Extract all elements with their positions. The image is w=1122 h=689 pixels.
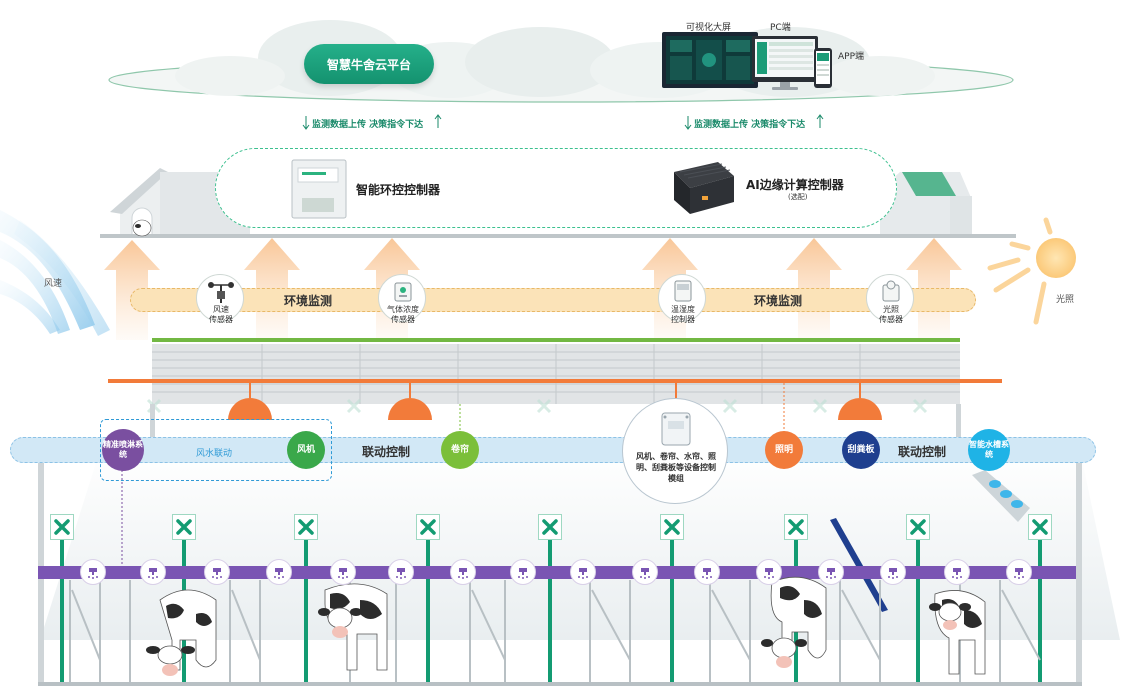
fan-node: 风机 bbox=[287, 431, 325, 469]
gas-sensor-line1: 气体浓度 bbox=[387, 305, 419, 314]
stall-fan-icon bbox=[416, 514, 440, 540]
spray-nozzle-icon bbox=[330, 559, 356, 585]
pc-label: PC端 bbox=[770, 23, 791, 33]
light-rail bbox=[108, 379, 1002, 383]
scraper-node: 刮粪板 bbox=[842, 431, 880, 469]
light-sensor-line2: 传感器 bbox=[879, 315, 903, 324]
temp-controller-line1: 温湿度 bbox=[671, 305, 695, 314]
ai-controller-label: AI边缘计算控制器 bbox=[746, 178, 844, 192]
flow-text-right: 监测数据上传 决策指令下达 bbox=[694, 120, 806, 130]
sun-icon bbox=[987, 217, 1076, 325]
light-sensor-line1: 光照 bbox=[883, 305, 899, 314]
light-label: 光照 bbox=[1056, 295, 1075, 305]
gas-sensor-icon bbox=[394, 282, 412, 302]
stall-fan-icon bbox=[906, 514, 930, 540]
water-trough bbox=[972, 470, 1030, 522]
wind-label: 风速 bbox=[44, 279, 63, 289]
pc-monitor-icon bbox=[752, 36, 818, 90]
water-trough-node: 智能水槽系统 bbox=[968, 429, 1010, 471]
linkage-band bbox=[10, 437, 1096, 463]
light-sensor: 光照 传感器 bbox=[866, 274, 914, 324]
app-label: APP端 bbox=[838, 52, 865, 62]
env-label-left: 环境监测 bbox=[284, 294, 333, 308]
spray-nozzle-icon bbox=[632, 559, 658, 585]
fan-water-link-box bbox=[100, 419, 332, 481]
stall-fan-icon bbox=[538, 514, 562, 540]
spray-nozzle-icon bbox=[694, 559, 720, 585]
environment-band bbox=[130, 288, 976, 312]
stall-fan-icon bbox=[660, 514, 684, 540]
roof-beam bbox=[100, 234, 1016, 238]
lighting-node: 照明 bbox=[765, 431, 803, 469]
feed-rail bbox=[38, 566, 1076, 579]
gas-sensor-line2: 传感器 bbox=[391, 315, 415, 324]
big-screen-icon bbox=[662, 32, 758, 88]
cow-4 bbox=[929, 590, 986, 675]
phone-icon bbox=[814, 48, 832, 88]
spray-nozzle-icon bbox=[944, 559, 970, 585]
control-module-label: 风机、卷帘、水帘、照明、刮粪板等设备控制模组 bbox=[636, 452, 716, 483]
side-curtain bbox=[152, 338, 960, 404]
spray-nozzle-icon bbox=[570, 559, 596, 585]
spray-nozzle-icon bbox=[80, 559, 106, 585]
flow-arrows bbox=[302, 114, 824, 130]
wind-swirl bbox=[0, 210, 110, 336]
cow-small bbox=[132, 219, 152, 237]
spray-nozzle-icon bbox=[818, 559, 844, 585]
flow-text-left: 监测数据上传 决策指令下达 bbox=[312, 120, 424, 130]
fan-water-link-label: 风水联动 bbox=[196, 449, 233, 459]
big-screen-label: 可视化大屏 bbox=[686, 23, 732, 33]
link-dotted-lines bbox=[121, 383, 785, 566]
cloud-platform-title: 智慧牛舍云平台 bbox=[304, 44, 434, 84]
ai-controller-icon bbox=[674, 162, 734, 214]
control-module-node: 风机、卷帘、水帘、照明、刮粪板等设备控制模组 bbox=[622, 398, 728, 504]
right-barn-house bbox=[880, 172, 972, 236]
barn-floor bbox=[40, 450, 1120, 640]
thermo-controller-icon bbox=[674, 280, 692, 302]
gas-sensor: 气体浓度 传感器 bbox=[378, 274, 426, 324]
spray-system-node: 精准喷淋系统 bbox=[102, 429, 144, 471]
lamp-group bbox=[228, 383, 882, 420]
control-module-icon bbox=[661, 412, 691, 446]
spray-nozzle-icon bbox=[204, 559, 230, 585]
stall-fan-icon bbox=[294, 514, 318, 540]
cow-1 bbox=[146, 589, 217, 676]
spray-nozzle-icon bbox=[388, 559, 414, 585]
scraper-blade bbox=[830, 518, 888, 612]
light-sensor-icon bbox=[882, 280, 900, 302]
stall-base bbox=[38, 682, 1082, 686]
wind-sensor-line2: 传感器 bbox=[209, 315, 233, 324]
spray-nozzle-icon bbox=[266, 559, 292, 585]
spray-nozzle-icon bbox=[450, 559, 476, 585]
cow-2 bbox=[318, 583, 388, 671]
spray-nozzle-icon bbox=[510, 559, 536, 585]
ai-controller-note: (选配) bbox=[788, 193, 808, 201]
stall-fan-icon bbox=[784, 514, 808, 540]
temp-controller-line2: 控制器 bbox=[671, 315, 695, 324]
linkage-label-right: 联动控制 bbox=[898, 445, 947, 459]
spray-nozzle-icon bbox=[140, 559, 166, 585]
env-controller-label: 智能环控控制器 bbox=[356, 183, 441, 197]
spray-nozzle-icon bbox=[1006, 559, 1032, 585]
wind-sensor: 风速 传感器 bbox=[196, 274, 244, 324]
env-label-right: 环境监测 bbox=[754, 294, 803, 308]
temp-humidity-controller: 温湿度 控制器 bbox=[658, 274, 706, 324]
anemometer-icon bbox=[208, 282, 234, 303]
stall-fan-icon bbox=[172, 514, 196, 540]
stall-fan-icon bbox=[50, 514, 74, 540]
wind-sensor-line1: 风速 bbox=[213, 305, 229, 314]
curtain-node: 卷帘 bbox=[441, 431, 479, 469]
env-controller-icon bbox=[291, 159, 347, 219]
spray-nozzle-icon bbox=[880, 559, 906, 585]
linkage-label-left: 联动控制 bbox=[362, 445, 411, 459]
cow-3 bbox=[761, 576, 827, 668]
stall-fan-icon bbox=[1028, 514, 1052, 540]
spray-nozzle-icon bbox=[756, 559, 782, 585]
